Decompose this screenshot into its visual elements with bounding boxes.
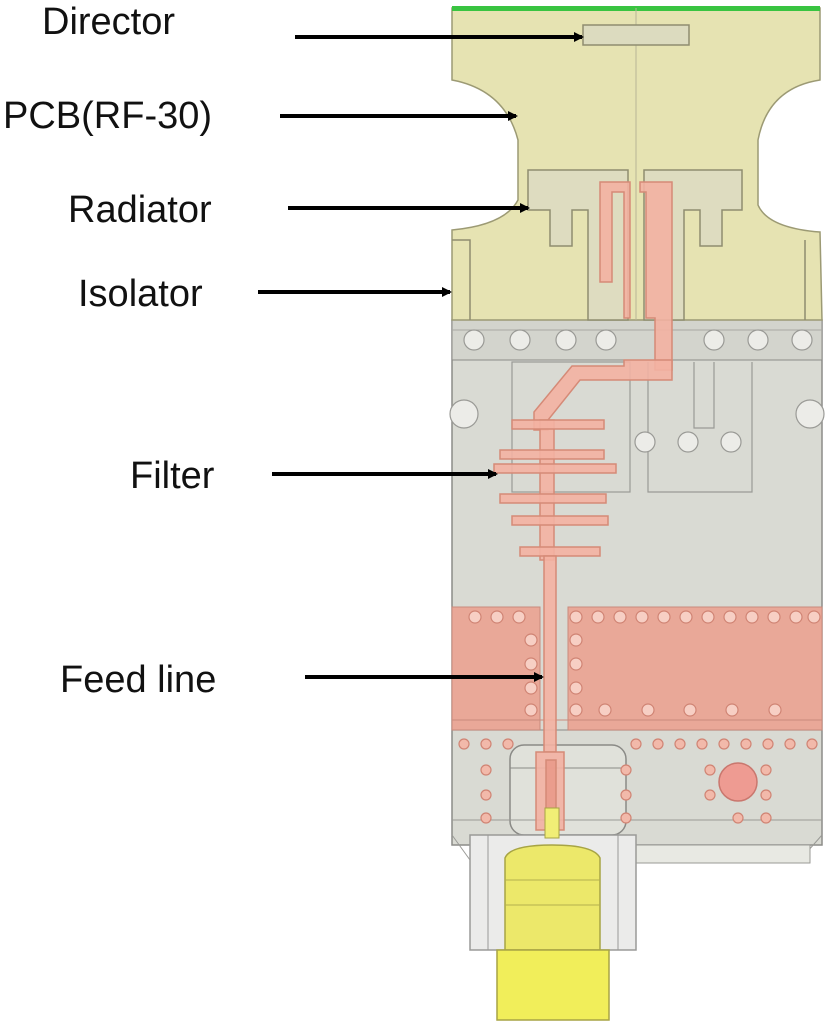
label-pcb: PCB(RF-30) [3,95,212,137]
sma-connector [469,807,637,1021]
callout-filter: Filter [130,455,498,497]
callout-isolator: Isolator [78,273,452,315]
ground-pads [451,606,823,824]
callout-feed-line: Feed line [60,659,544,701]
copper-traces [493,181,673,831]
ground-body [449,319,825,864]
callout-pcb: PCB(RF-30) [3,95,518,137]
label-filter: Filter [130,455,215,497]
director-strip [582,24,690,46]
isolator-vias [463,329,813,351]
label-radiator: Radiator [68,189,212,231]
callout-director: Director [42,1,584,43]
pcb-board [451,6,823,321]
callout-radiator: Radiator [68,189,530,231]
label-isolator: Isolator [78,273,203,315]
label-director: Director [42,1,175,43]
label-feed-line: Feed line [60,659,216,701]
